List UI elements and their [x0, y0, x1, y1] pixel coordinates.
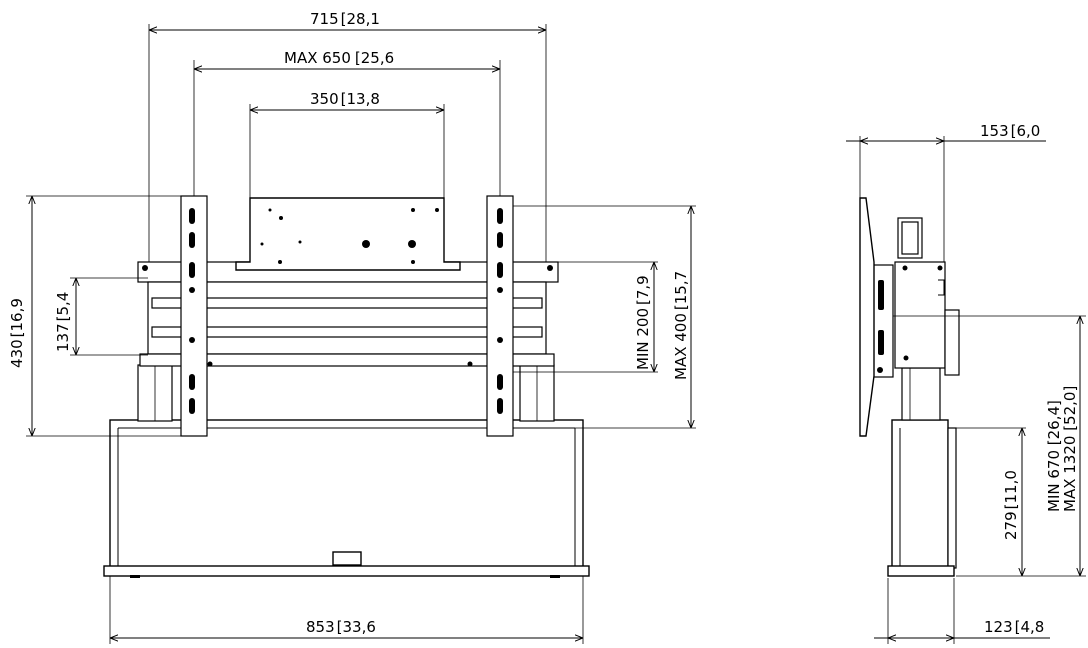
- side-display-panel: [859, 197, 875, 437]
- svg-text:MIN 670 [26,4]: MIN 670 [26,4]: [1045, 400, 1063, 512]
- dim-label-max650: MAX 650[25,6: [284, 49, 394, 67]
- dim-label-123: 123[4,8: [984, 618, 1044, 636]
- svg-text:MIN 200[7,9: MIN 200[7,9: [634, 275, 652, 370]
- svg-text:715[28,1: 715[28,1: [310, 10, 380, 28]
- dim-label-153: 153[6,0: [980, 122, 1040, 140]
- vesa-strip-left: [180, 195, 208, 437]
- vesa-strip-right: [486, 195, 514, 437]
- svg-text:853[33,6: 853[33,6: [306, 618, 376, 636]
- svg-text:MAX 1320 [52,0]: MAX 1320 [52,0]: [1061, 386, 1079, 512]
- side-dimension-arrows: [846, 141, 1080, 638]
- side-base-cabinet: [887, 419, 957, 577]
- svg-text:MAX 400[15,7: MAX 400[15,7: [672, 271, 690, 380]
- front-dimension-arrows: [32, 30, 691, 638]
- vesa-plate: [142, 197, 553, 367]
- cabinet-handle: [332, 551, 362, 566]
- dim-label-min200: MIN 200[7,9: [634, 275, 652, 370]
- svg-text:137[5,4: 137[5,4: [54, 292, 72, 352]
- svg-text:153[6,0: 153[6,0: [980, 122, 1040, 140]
- side-mount-body: [894, 217, 960, 376]
- svg-text:430[16,9: 430[16,9: [8, 298, 26, 368]
- dim-label-max400: MAX 400[15,7: [672, 271, 690, 380]
- svg-text:MAX 650[25,6: MAX 650[25,6: [284, 49, 394, 67]
- side-extension-lines: [859, 136, 1086, 644]
- dim-label-min670: MIN 670 [26,4]: [1045, 400, 1063, 512]
- dim-label-853: 853[33,6: [306, 618, 376, 636]
- side-view: 153[6,0 279[11,0 MIN 670 [26,4] MAX 1320…: [846, 122, 1086, 644]
- base-cabinet: [103, 419, 590, 578]
- front-extension-lines: [26, 24, 696, 644]
- frame-rails: [137, 261, 559, 367]
- dim-label-350: 350[13,8: [310, 90, 380, 108]
- dim-label-max1320: MAX 1320 [52,0]: [1061, 386, 1079, 512]
- front-view: 715[28,1 MAX 650[25,6 350[13,8 430[16,9 …: [8, 10, 696, 644]
- side-column: [901, 367, 941, 421]
- svg-text:123[4,8: 123[4,8: [984, 618, 1044, 636]
- svg-text:350[13,8: 350[13,8: [310, 90, 380, 108]
- svg-text:279[11,0: 279[11,0: [1002, 470, 1020, 540]
- dim-label-137: 137[5,4: [54, 292, 72, 352]
- dim-label-715: 715[28,1: [310, 10, 380, 28]
- dim-label-279: 279[11,0: [1002, 470, 1020, 540]
- dim-label-430: 430[16,9: [8, 298, 26, 368]
